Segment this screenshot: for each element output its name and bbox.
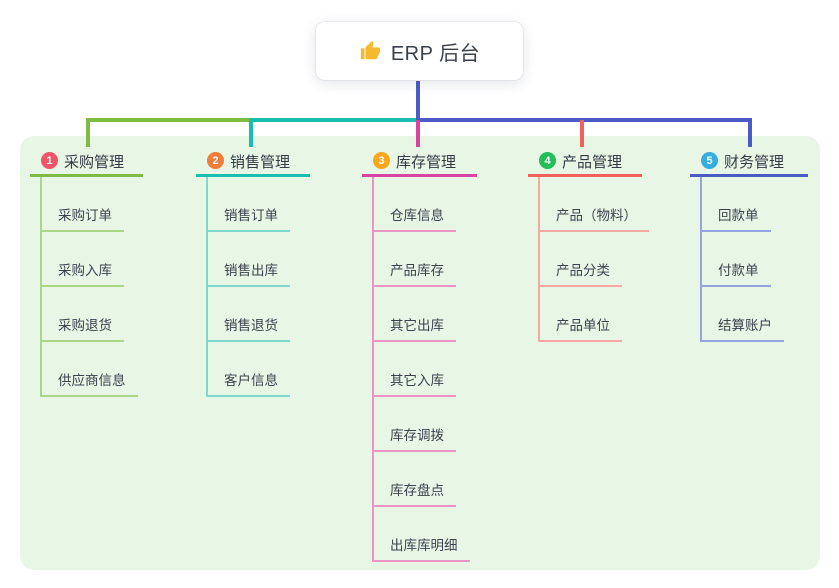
branch-inventory[interactable]: 库存管理 xyxy=(396,154,457,171)
thumbs-up-icon xyxy=(360,40,380,60)
branch-rail-1 xyxy=(40,177,42,397)
connector-drop-finance xyxy=(748,118,752,147)
branch-rail-4 xyxy=(538,177,540,342)
child-node[interactable]: 销售出库 xyxy=(206,261,290,287)
branch-rail-2 xyxy=(206,177,208,397)
child-node[interactable]: 库存调拨 xyxy=(372,426,456,452)
branch-underline-2 xyxy=(196,174,310,177)
child-node[interactable]: 销售订单 xyxy=(206,206,290,232)
child-node[interactable]: 结算账户 xyxy=(700,316,784,342)
child-node[interactable]: 出库库明细 xyxy=(372,536,470,562)
child-node[interactable]: 其它入库 xyxy=(372,371,456,397)
child-node[interactable]: 其它出库 xyxy=(372,316,456,342)
root-node[interactable]: ERP 后台 xyxy=(316,22,523,80)
branch-badge-2: 2 xyxy=(207,152,224,169)
branch-sales[interactable]: 销售管理 xyxy=(230,154,291,171)
child-node[interactable]: 产品库存 xyxy=(372,261,456,287)
child-node[interactable]: 仓库信息 xyxy=(372,206,456,232)
branch-purchase[interactable]: 采购管理 xyxy=(64,154,125,171)
branch-underline-3 xyxy=(362,174,477,177)
child-node[interactable]: 供应商信息 xyxy=(40,371,138,397)
child-node[interactable]: 产品单位 xyxy=(538,316,622,342)
branch-badge-5: 5 xyxy=(701,152,718,169)
child-node[interactable]: 付款单 xyxy=(700,261,771,287)
branches-panel xyxy=(20,136,820,570)
child-node[interactable]: 产品（物料） xyxy=(538,206,649,232)
root-label: ERP 后台 xyxy=(390,42,481,65)
connector-root-drop xyxy=(416,80,420,122)
child-node[interactable]: 销售退货 xyxy=(206,316,290,342)
branch-rail-3 xyxy=(372,177,374,562)
child-node[interactable]: 库存盘点 xyxy=(372,481,456,507)
branch-badge-1: 1 xyxy=(41,152,58,169)
connector-bus-teal xyxy=(251,118,418,122)
child-node[interactable]: 回款单 xyxy=(700,206,771,232)
branch-badge-3: 3 xyxy=(373,152,390,169)
branch-badge-4: 4 xyxy=(539,152,556,169)
connector-bus-green xyxy=(86,118,253,122)
connector-drop-product xyxy=(580,120,584,147)
child-node[interactable]: 客户信息 xyxy=(206,371,290,397)
connector-drop-sales xyxy=(249,118,253,147)
child-node[interactable]: 产品分类 xyxy=(538,261,622,287)
branch-finance[interactable]: 财务管理 xyxy=(724,154,785,171)
child-node[interactable]: 采购退货 xyxy=(40,316,124,342)
connector-bus-blue xyxy=(416,118,752,122)
child-node[interactable]: 采购入库 xyxy=(40,261,124,287)
branch-underline-5 xyxy=(690,174,808,177)
branch-underline-1 xyxy=(30,174,143,177)
connector-drop-inventory xyxy=(416,120,420,147)
connector-drop-purchase xyxy=(86,118,90,147)
branch-product[interactable]: 产品管理 xyxy=(562,154,623,171)
branch-underline-4 xyxy=(528,174,642,177)
child-node[interactable]: 采购订单 xyxy=(40,206,124,232)
branch-rail-5 xyxy=(700,177,702,342)
